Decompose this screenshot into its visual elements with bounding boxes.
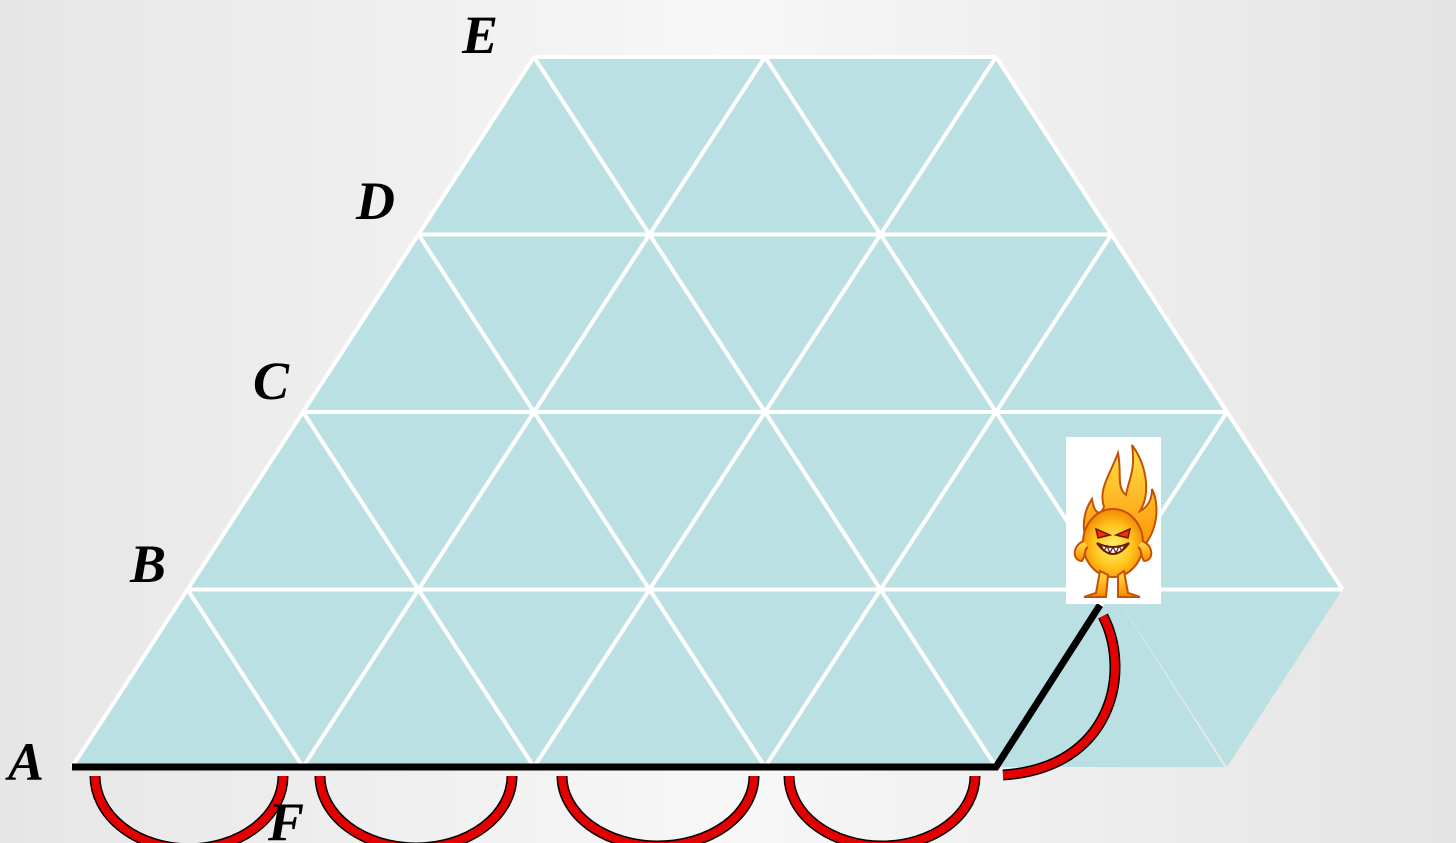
triangle-cell — [649, 412, 881, 590]
triangle-cell — [649, 234, 881, 412]
triangle-cell — [303, 234, 534, 412]
triangle-cell — [880, 589, 1112, 767]
vertex-label-d: D — [355, 171, 395, 231]
grid-line — [647, 233, 767, 414]
triangle-cell — [534, 234, 765, 412]
grid-line — [416, 55, 536, 236]
grid-line — [763, 233, 883, 414]
grid-line — [301, 588, 421, 769]
grid-line — [878, 410, 998, 591]
triangle-cell — [649, 589, 881, 767]
arc-5 — [1002, 614, 1119, 779]
grid-line — [878, 233, 998, 414]
grid-line — [1109, 233, 1229, 414]
triangle-cell — [765, 234, 996, 412]
grid-line — [878, 588, 998, 769]
triangle-cell — [765, 589, 996, 767]
triangle-tessellation — [72, 57, 1343, 767]
triangle-cell — [418, 57, 650, 235]
triangle-cell — [303, 412, 534, 590]
triangle-cell — [187, 589, 419, 767]
triangle-cell — [72, 589, 303, 767]
grid-line — [185, 410, 305, 591]
movement-path — [72, 603, 1103, 771]
arc-outline — [783, 775, 981, 843]
grid-line — [70, 588, 190, 769]
fire-monster-icon — [1066, 437, 1161, 604]
triangle-cell — [880, 234, 1112, 412]
vertex-label-b: B — [129, 534, 166, 594]
path-line — [72, 603, 1103, 771]
triangle-cell — [534, 57, 765, 235]
grid-line — [647, 588, 767, 769]
arc-outline — [89, 775, 289, 843]
arc-4 — [785, 775, 979, 843]
jump-arcs — [89, 613, 1121, 843]
grid-line — [994, 55, 1114, 236]
arc-outline — [314, 775, 518, 843]
arc-3 — [558, 775, 758, 843]
triangle-cell — [880, 412, 1112, 590]
grid-line — [994, 233, 1114, 414]
grid-line — [416, 410, 536, 591]
grid-line — [532, 233, 652, 414]
arc-2 — [316, 775, 516, 843]
triangle-cell — [880, 57, 1112, 235]
triangle-cell — [418, 412, 650, 590]
grid-line — [763, 588, 883, 769]
triangle-cell — [996, 234, 1227, 412]
triangle-cell — [1111, 412, 1343, 590]
grid-line — [647, 55, 767, 236]
vertex-label-f: F — [267, 792, 304, 843]
triangle-cell — [765, 412, 996, 590]
triangle-cell — [765, 57, 996, 235]
arc-outline — [556, 775, 760, 843]
grid-line — [1225, 410, 1345, 591]
triangle-cell — [1111, 589, 1343, 767]
triangle-cell — [418, 234, 650, 412]
grid-line — [532, 410, 652, 591]
triangle-cell — [418, 589, 650, 767]
triangle-cell — [534, 412, 765, 590]
triangle-cell — [187, 412, 419, 590]
vertex-label-e: E — [461, 5, 498, 65]
grid-line — [763, 410, 883, 591]
grid-line — [416, 588, 536, 769]
grid-line — [301, 233, 421, 414]
vertex-label-c: C — [253, 351, 290, 411]
arc-1 — [91, 775, 287, 843]
grid-line — [301, 410, 421, 591]
grid-line — [647, 410, 767, 591]
grid-line — [416, 233, 536, 414]
triangle-cell — [649, 57, 881, 235]
grid-line — [532, 55, 652, 236]
grid-line — [763, 55, 883, 236]
grid-line — [532, 588, 652, 769]
grid-lines — [70, 55, 1345, 769]
triangle-cell — [534, 589, 765, 767]
grid-line — [185, 588, 305, 769]
triangle-cell — [303, 589, 534, 767]
vertex-label-a: A — [5, 732, 44, 792]
grid-line — [878, 55, 998, 236]
